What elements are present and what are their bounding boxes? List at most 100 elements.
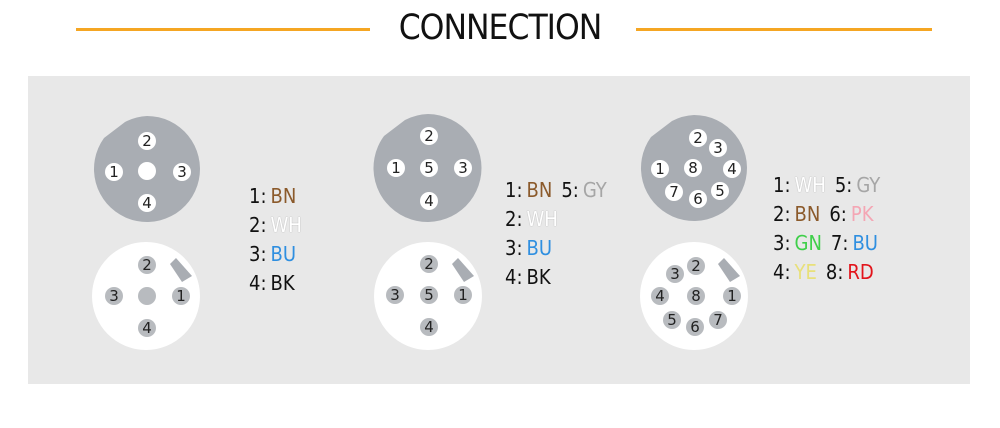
legend-row: 2:WH: [249, 211, 302, 240]
svg-text:2: 2: [424, 255, 434, 273]
pin: 1: [454, 286, 472, 304]
pin: 4: [420, 192, 438, 210]
connector-8pin-female: 3 2 4 8 1 5 6 7: [640, 242, 748, 350]
svg-text:3: 3: [177, 163, 187, 181]
pin: 1: [723, 287, 741, 305]
pin-number: 1:: [505, 178, 523, 202]
svg-text:4: 4: [424, 318, 434, 336]
pin: 1: [387, 159, 405, 177]
pin-number: 4:: [773, 260, 791, 284]
pin: 1: [105, 163, 123, 181]
pin-number: 6:: [829, 202, 847, 226]
svg-text:3: 3: [458, 159, 468, 177]
pin: 2: [138, 256, 156, 274]
svg-text:1: 1: [458, 286, 468, 304]
legend-row: 3:GN 7:BU: [773, 229, 880, 258]
pin: 4: [138, 194, 156, 212]
pin: 5: [420, 159, 438, 177]
pin-number: 2:: [505, 207, 523, 231]
title-line-right: [636, 28, 932, 31]
pin: 4: [651, 287, 669, 305]
pin: 2: [420, 127, 438, 145]
svg-text:8: 8: [691, 287, 701, 305]
pin: 3: [386, 286, 404, 304]
svg-text:5: 5: [424, 159, 434, 177]
connector-5pin-female: 2 3 5 1 4: [374, 242, 482, 350]
svg-text:1: 1: [727, 287, 737, 305]
pin: 3: [666, 265, 684, 283]
connector-8pin-male: 2 3 1 8 4 7 6 5: [640, 115, 747, 221]
wire-color-code: BU: [526, 236, 553, 260]
pin-number: 1:: [249, 184, 267, 208]
pin: 3: [173, 163, 191, 181]
title-line-left: [76, 28, 370, 31]
legend-row: 3:BU: [249, 240, 302, 269]
wire-color-code: WH: [270, 213, 302, 237]
wire-color-code: GY: [856, 173, 881, 197]
pin: 4: [723, 160, 741, 178]
connector-4pin-male: 2 1 3 4: [93, 116, 200, 222]
pin: 5: [663, 311, 681, 329]
svg-text:1: 1: [109, 163, 119, 181]
pin: 2: [420, 255, 438, 273]
pin-number: 8:: [825, 260, 844, 284]
pin: 3: [709, 139, 727, 157]
pin: 6: [686, 318, 704, 336]
wire-color-code: YE: [794, 260, 817, 284]
pin: 8: [687, 287, 705, 305]
svg-text:4: 4: [727, 160, 737, 178]
svg-text:2: 2: [142, 132, 152, 150]
pin-number: 1:: [773, 173, 791, 197]
pin: 2: [138, 132, 156, 150]
wire-color-code: BU: [852, 231, 878, 255]
wire-color-code: BK: [526, 265, 551, 289]
svg-text:2: 2: [691, 257, 701, 275]
svg-text:4: 4: [655, 287, 665, 305]
legend-row: 1:WH 5:GY: [773, 171, 880, 200]
pin: 8: [684, 159, 702, 177]
wire-color-code: BU: [270, 242, 297, 266]
legend-row: 4:BK: [505, 263, 607, 292]
svg-text:1: 1: [391, 159, 401, 177]
pin-number: 7:: [830, 231, 849, 255]
pin: [138, 162, 156, 180]
pin-number: 2:: [773, 202, 791, 226]
svg-text:3: 3: [109, 287, 119, 305]
page-title: CONNECTION: [398, 8, 603, 48]
pin: 5: [711, 182, 729, 200]
pin-number: 3:: [773, 231, 791, 255]
pin-number: 5:: [834, 173, 853, 197]
wire-color-code: GN: [794, 231, 822, 255]
svg-text:2: 2: [142, 256, 152, 274]
pin: 2: [689, 129, 707, 147]
wire-color-code: BN: [794, 202, 821, 226]
wire-color-code: BK: [270, 271, 295, 295]
svg-text:4: 4: [142, 194, 152, 212]
pin: 1: [651, 160, 669, 178]
svg-text:2: 2: [424, 127, 434, 145]
wire-color-code: WH: [526, 207, 558, 231]
legend-row: 2:BN 6:PK: [773, 200, 880, 229]
pin-number: 5:: [561, 178, 579, 202]
svg-text:7: 7: [669, 183, 679, 201]
wire-color-code: WH: [794, 173, 826, 197]
pin: 7: [665, 183, 683, 201]
pin: 2: [687, 257, 705, 275]
svg-text:4: 4: [424, 192, 434, 210]
pin: 3: [454, 159, 472, 177]
connector-4pin-female: 2 3 1 4: [92, 242, 200, 350]
svg-text:5: 5: [715, 182, 725, 200]
svg-text:8: 8: [688, 159, 698, 177]
wire-color-code: PK: [850, 202, 874, 226]
connector-5pin-male: 2 1 5 3 4: [373, 114, 482, 222]
pin-number: 3:: [249, 242, 267, 266]
svg-text:6: 6: [690, 318, 700, 336]
pin: 4: [420, 318, 438, 336]
svg-text:4: 4: [142, 319, 152, 337]
svg-text:7: 7: [713, 311, 723, 329]
